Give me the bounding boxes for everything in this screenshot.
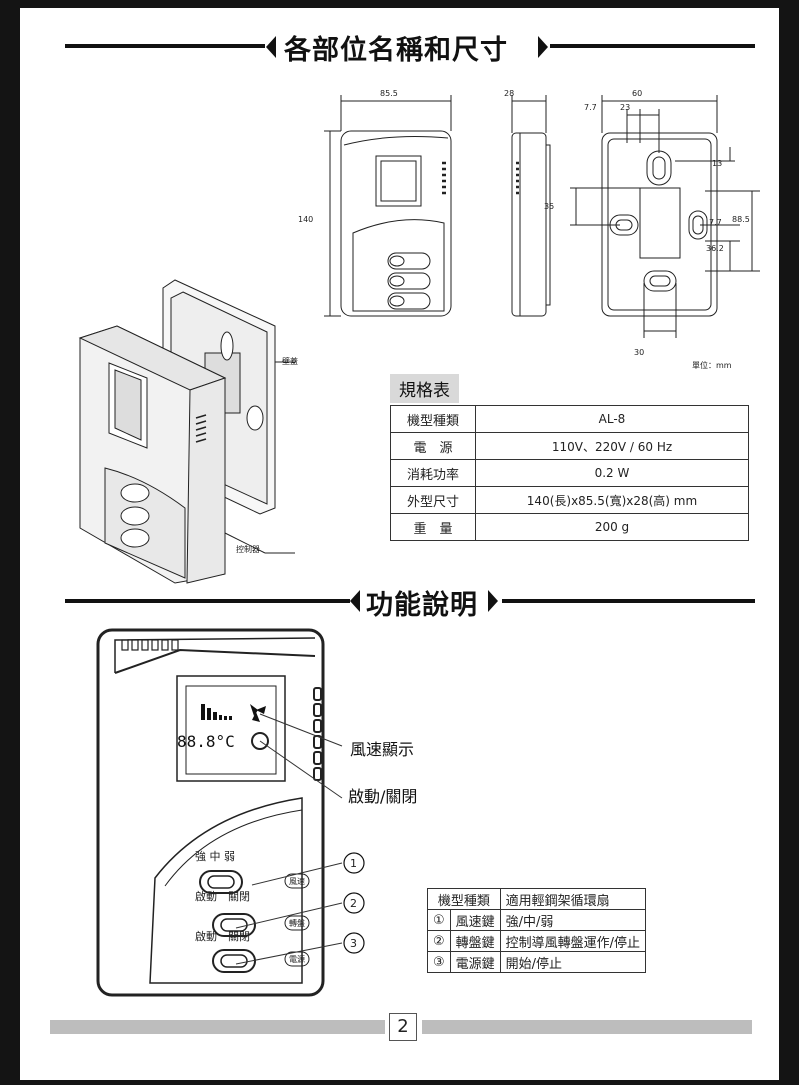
spec-value: 110V、220V / 60 Hz (475, 432, 749, 460)
function-header-value: 適用輕鋼架循環扇 (499, 888, 647, 910)
dim-width-label: 85.5 (380, 89, 398, 98)
unit-label: 單位：mm (692, 361, 732, 370)
dim-back-13-label: 13 (712, 159, 723, 168)
spec-value: 0.2 W (475, 459, 749, 487)
spec-value: 200 g (475, 513, 749, 541)
function-row: ③ 電源鍵 開始/停止 (427, 951, 647, 973)
lcd-digits: 88.8°C (177, 732, 235, 751)
turntable-key-label: 轉盤 (289, 919, 305, 928)
function-desc: 開始/停止 (499, 951, 647, 973)
wall-cover-label: 壁蓋 (282, 357, 298, 366)
dim-back-35-label: 35 (544, 202, 555, 211)
function-table: 機型種類 適用輕鋼架循環扇 ① 風速鍵 強/中/弱 ② 轉盤鍵 控制導風轉盤運作… (427, 888, 647, 973)
function-desc: 強/中/弱 (499, 909, 647, 931)
callout-number-3: 3 (350, 937, 357, 950)
dim-back-88-5-label: 88.5 (732, 215, 750, 224)
callout-fan-speed: 風速顯示 (350, 740, 415, 759)
heading-rule-right-2 (502, 599, 755, 603)
dim-height-label: 140 (298, 215, 314, 224)
start-stop-label-2: 啟動 關閉 (195, 930, 250, 943)
function-desc: 控制導風轉盤運作/停止 (499, 930, 647, 952)
spec-table-title: 規格表 (390, 374, 459, 403)
dim-back-7-7-right-label: 7.7 (709, 218, 722, 227)
callout-number-1: 1 (350, 857, 357, 870)
heading-rule-left-2 (65, 599, 350, 603)
heading-rule-left (65, 44, 265, 48)
function-key: 電源鍵 (449, 951, 501, 973)
function-key: 風速鍵 (449, 909, 501, 931)
function-key: 轉盤鍵 (449, 930, 501, 952)
function-row: ① 風速鍵 強/中/弱 (427, 909, 647, 931)
heading-arrow-left-2 (350, 590, 360, 612)
heading-arrow-left (266, 36, 276, 58)
dim-back-23-label: 23 (620, 103, 631, 112)
function-num: ② (427, 930, 451, 952)
dim-back-width-label: 60 (632, 89, 643, 98)
heading-rule-right (550, 44, 755, 48)
exploded-view (78, 279, 295, 584)
function-row: ② 轉盤鍵 控制導風轉盤運作/停止 (427, 930, 647, 952)
dimension-drawings (324, 95, 760, 338)
spec-key: 重 量 (390, 513, 476, 541)
footer-bar-left (50, 1020, 385, 1034)
function-num: ① (427, 909, 451, 931)
section-title-parts: 各部位名稱和尺寸 (284, 35, 508, 66)
heading-arrow-right (538, 36, 548, 58)
dim-depth-label: 28 (504, 89, 515, 98)
section-title-functions: 功能說明 (366, 590, 478, 621)
controller-label: 控制器 (236, 545, 260, 554)
fan-key-label: 風速 (289, 877, 305, 886)
start-stop-label-1: 啟動 關閉 (195, 890, 250, 903)
function-num: ③ (427, 951, 451, 973)
spec-key: 外型尺寸 (390, 486, 476, 514)
page-number: 2 (389, 1013, 417, 1041)
dim-back-30-label: 30 (634, 348, 645, 357)
heading-arrow-right-2 (488, 590, 498, 612)
footer-bar-right (422, 1020, 752, 1034)
callout-lines (235, 713, 365, 965)
dim-back-36-2-label: 36.2 (706, 244, 724, 253)
function-table-header: 機型種類 適用輕鋼架循環扇 (427, 888, 647, 910)
callout-on-off: 啟動/關閉 (348, 787, 418, 806)
speed-row-label: 強 中 弱 (195, 850, 235, 863)
function-header-key: 機型種類 (427, 888, 501, 910)
manual-page: 各部位名稱和尺寸 (20, 8, 779, 1080)
power-key-label: 電源 (289, 955, 305, 964)
callout-number-2: 2 (350, 897, 357, 910)
dim-back-7-7-top-label: 7.7 (584, 103, 597, 112)
